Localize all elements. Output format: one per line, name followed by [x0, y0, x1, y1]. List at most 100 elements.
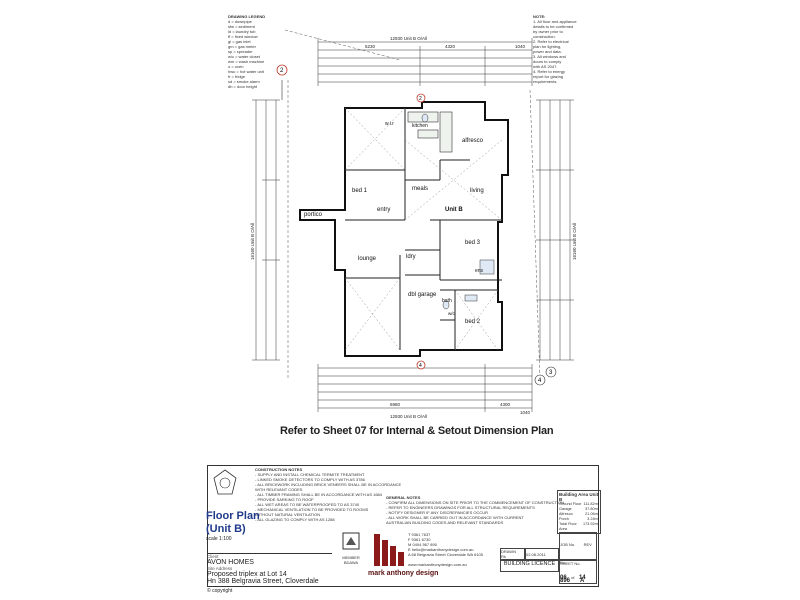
room-wir: w.i.r	[385, 121, 394, 127]
construction-notes-lines: - SUPPLY AND INSTALL CHEMICAL TERMITE TR…	[255, 472, 402, 522]
dim-top-a: 5230	[365, 44, 376, 49]
member-org: BDAWA	[343, 560, 359, 565]
member-badge: MEMBER BDAWA	[338, 532, 364, 585]
general-note-line: - REFER TO ENGINEERS DRAWINGS FOR ALL ST…	[386, 505, 535, 510]
construction-note-line: - ALL GLAZING TO COMPLY WITH AS 1288	[255, 517, 335, 522]
legend-item: sp = spreader	[228, 49, 253, 54]
company-logo: mark anthony design T 9361 7637 F 9361 6…	[368, 530, 483, 585]
note-line: with AS 2047.	[533, 64, 558, 69]
area-table-title: Building Area Unit B	[559, 492, 599, 502]
refer-sheet-note: Refer to Sheet 07 for Internal & Setout …	[280, 425, 554, 437]
site-line2: Hn 388 Belgravia Street, Cloverdale	[207, 578, 319, 585]
general-note-line: AUSTRALIAN BUILDING CODES AND RELEVANT S…	[386, 520, 504, 525]
room-kitchen: kitchen	[412, 123, 428, 129]
construction-note-line: - MECHANICAL VENTILATION TO BE PROVIDED …	[255, 507, 369, 512]
left-dimensions	[252, 99, 280, 361]
area-value: 21.06m²	[585, 512, 599, 516]
email: E hello@markanthonydesign.com.au	[408, 547, 474, 552]
svg-text:2: 2	[419, 96, 422, 102]
general-notes: GENERAL NOTES - CONFIRM ALL DIMENSIONS O…	[386, 495, 564, 525]
room-dbl-garage: dbl garage	[408, 292, 437, 298]
member-label: MEMBER	[342, 555, 360, 560]
room-portico: portico	[304, 212, 323, 218]
legend-item: ld = laundry tub	[228, 29, 256, 34]
dim-bottom-a: 6980	[390, 402, 401, 407]
section-marker-top-left: 2	[276, 64, 288, 76]
legend-item: ff = fixed window	[228, 34, 258, 39]
top-dimensions	[317, 38, 533, 86]
legend-title: DRAWING LEGEND	[228, 14, 266, 19]
phone: T 9361 7637	[408, 532, 431, 537]
note-line: requirements.	[533, 79, 558, 84]
website: www.markanthonydesign.com.au	[408, 562, 467, 567]
section-marker-top-mid: 2	[416, 93, 426, 103]
construction-note-line: - PROVIDE SARKING TO ROOF	[255, 497, 314, 502]
copyright: © copyright	[207, 588, 233, 594]
construction-note-line: - ALL BRICKWORK INCLUDING BRICK VENEERS …	[255, 482, 402, 487]
room-bed2: bed 2	[465, 319, 481, 325]
area-name: Porch	[559, 517, 569, 521]
boundary-lines	[284, 29, 541, 381]
note-line: construction.	[533, 34, 556, 39]
dim-top-overall: 12930 Unit B O/All	[390, 36, 427, 41]
construction-note-line: WITHOUT NATURAL VENTILATION	[255, 512, 320, 517]
internal-walls	[345, 108, 502, 350]
area-value: 3.24m²	[587, 517, 599, 521]
room-ens: ens	[475, 268, 484, 274]
legend-item: fr = fridge	[228, 74, 246, 79]
svg-text:2: 2	[280, 68, 284, 74]
dim-bottom-overall: 12930 Unit B O/All	[390, 414, 427, 419]
rev-number: A	[580, 578, 585, 584]
room-bed3: bed 3	[465, 240, 481, 246]
legend-item: d = downpipe	[228, 19, 252, 24]
area-name: Alfresco	[559, 512, 573, 516]
construction-note-line: - ALL TIMBER FRAMING SHALL BE IN ACCORDA…	[255, 492, 382, 497]
room-ldry: ldry	[406, 254, 416, 260]
general-note-line: - ALL WORK SHALL BE CARRIED OUT IN ACCOR…	[386, 515, 524, 520]
room-living: living	[470, 188, 484, 194]
note-line: 1. All floor and appliance	[533, 19, 577, 24]
client-name: AVON HOMES	[207, 559, 254, 566]
general-note-line: - NOTIFY DESIGNER IF ANY DISCREPANCIES O…	[386, 510, 489, 515]
area-name: Ground Floor	[559, 502, 582, 506]
area-name: Garage	[559, 507, 572, 511]
room-unitb: Unit B	[445, 207, 463, 213]
outer-walls	[299, 101, 509, 357]
area-name: Total Floor Area	[559, 522, 577, 531]
section-markers: 2 2 4 4 3	[276, 64, 557, 386]
svg-text:4: 4	[538, 378, 542, 384]
notes-title: NOTE:	[533, 14, 546, 19]
note-line: by owner prior to	[533, 29, 563, 34]
area-value: 111.82m²	[583, 502, 599, 506]
legend-item: wm = wash machine	[228, 59, 265, 64]
note-line: 3. All windows and	[533, 54, 566, 59]
room-wc: w/c	[448, 311, 456, 316]
legend-item: gm = gas meter	[228, 44, 256, 49]
section-marker-bottom-right-b: 3	[545, 366, 557, 378]
right-dimensions	[536, 99, 574, 361]
note-line: 4. Refer to energy	[533, 69, 566, 74]
date-value: 02.08.2011	[526, 552, 546, 557]
status-text: BUILDING LICENCE	[503, 561, 556, 567]
date-cell: 02.08.2011	[525, 548, 559, 560]
company-name: mark anthony design	[368, 570, 439, 577]
ceiling-lines	[344, 107, 503, 351]
general-notes-title: GENERAL NOTES	[386, 495, 421, 500]
room-bath: bath	[442, 298, 452, 304]
construction-notes: CONSTRUCTION NOTES - SUPPLY AND INSTALL …	[255, 467, 402, 522]
contact-block: T 9361 7637 F 9361 6730 M 0404 567 890 E…	[408, 532, 483, 557]
floor-plan-title: Floor Plan (Unit B)	[206, 510, 260, 536]
area-table-row: Alfresco 21.06m²	[559, 512, 599, 517]
legend-item: o = oven	[228, 64, 244, 69]
floor-plan-drawing: alfresco bed 1 meals living Unit B bed 3…	[250, 29, 577, 419]
legend-item: sfw = sediment	[228, 24, 255, 29]
site-label: Site Address	[207, 566, 233, 571]
client-label: Client	[207, 554, 219, 559]
room-meals: meals	[412, 186, 428, 192]
note-line: details to be confirmed	[533, 24, 574, 29]
